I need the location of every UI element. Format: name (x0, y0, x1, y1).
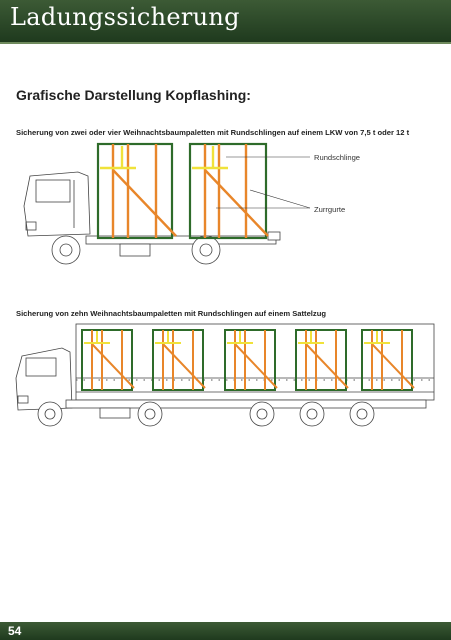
figure1-truck-illustration: Rundschlinge Zurrgurte (23, 142, 360, 265)
front-wheel (51, 235, 81, 265)
section-title: Grafische Darstellung Kopflashing: (16, 87, 251, 103)
page-header: Ladungssicherung (0, 0, 451, 44)
straps (91, 330, 415, 390)
trailer-wheel (349, 401, 375, 427)
cab-window (25, 357, 57, 377)
trailer-wheel (249, 401, 275, 427)
pallet (152, 329, 204, 391)
fuel-tank (119, 243, 151, 257)
fuel-tank (99, 407, 131, 419)
headlight (25, 221, 37, 231)
strap-diagonal (112, 169, 177, 237)
page-number: 54 (8, 624, 22, 638)
label-zurrgurte: Zurrgurte (314, 205, 345, 214)
pallet-group (81, 329, 413, 391)
pallet (224, 329, 276, 391)
headlight (17, 395, 29, 404)
trailer-chassis (65, 399, 427, 409)
rear-wheel (191, 235, 221, 265)
pallet (361, 329, 413, 391)
tractor-rear-wheel (137, 401, 163, 427)
strap-diagonal (204, 169, 269, 237)
pallet (81, 329, 133, 391)
figure2-caption: Sicherung von zehn Weihnachtsbaumpalette… (16, 309, 326, 318)
figure2-semitrailer-illustration (15, 323, 435, 427)
leader-zurrgurte (249, 189, 311, 209)
page-footer: 54 (0, 622, 451, 640)
trailer-wheel (299, 401, 325, 427)
tractor-front-wheel (37, 401, 63, 427)
label-rundschlinge: Rundschlinge (314, 153, 360, 162)
truck-cab (23, 171, 91, 237)
pallet-2 (188, 142, 268, 240)
trailer-body (75, 323, 435, 401)
cab-window (35, 179, 71, 203)
pallet (295, 329, 347, 391)
rear-bumper (267, 231, 281, 241)
tractor-cab (15, 347, 73, 411)
figure1-caption: Sicherung von zwei oder vier Weihnachtsb… (16, 128, 410, 137)
header-title: Ladungssicherung (10, 3, 240, 31)
pallet-1 (96, 142, 174, 240)
slings (84, 331, 390, 344)
